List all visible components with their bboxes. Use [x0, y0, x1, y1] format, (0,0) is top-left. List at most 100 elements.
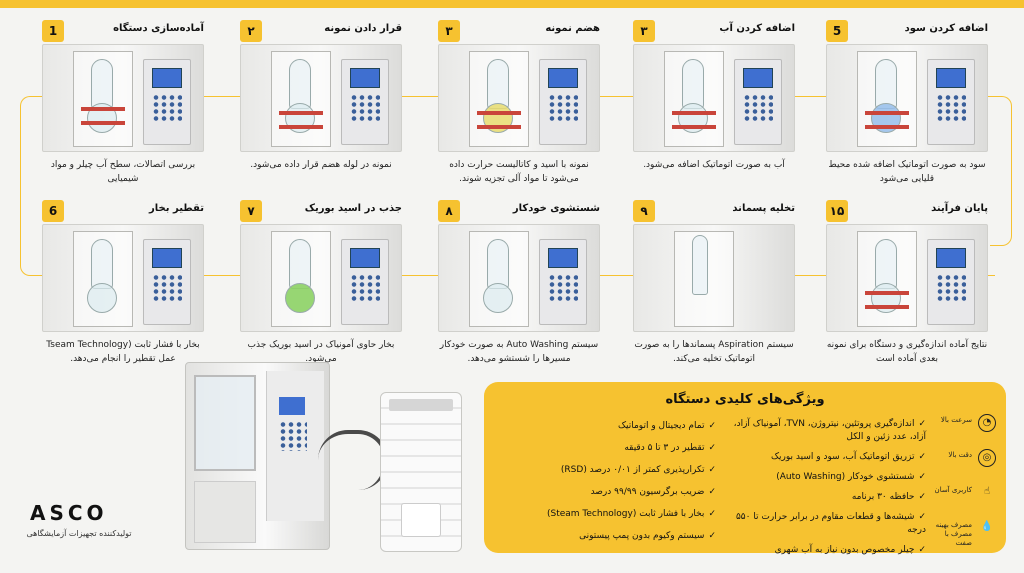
feature-item: ✓حافظه ۳۰ برنامه: [851, 492, 926, 502]
lcd-screen: [743, 68, 773, 88]
check-icon: ✓: [708, 509, 716, 519]
chiller-unit: [380, 392, 462, 552]
step-title: پایان فرآیند: [931, 203, 988, 214]
feature-item: ✓شیشه‌ها و قطعات مقاوم در برابر حرارت تا…: [735, 512, 926, 535]
icon-label: دقت بالا: [948, 451, 972, 459]
lcd-screen: [152, 248, 182, 268]
features-title: ویژگی‌های کلیدی دستگاه: [665, 392, 825, 407]
condenser-glass: [682, 59, 704, 109]
step-8: ۸ شستشوی خودکار سیستم Auto Washing به صو…: [438, 186, 600, 364]
check-icon: ✓: [708, 421, 716, 431]
feature-item: ✓تکرارپذیری کمتر از ۰/۰۱ درصد (RSD): [560, 465, 716, 475]
step-1: 1 آماده‌سازی دستگاه بررسی اتصالات، سطح آ…: [42, 6, 204, 184]
step-number: 6: [42, 200, 64, 222]
feature-item: ✓سیستم وکیوم بدون پمپ پیستونی: [579, 531, 716, 541]
device-photo: [633, 224, 795, 332]
icon-label: مصرف بهینه مصرف با صفت: [935, 521, 972, 547]
step-description: بخار حاوی آمونیاک در اسید بوریک جذب می‌ش…: [247, 340, 395, 364]
step-header: 5 اضافه کردن سود: [826, 20, 988, 42]
lcd-screen: [548, 248, 578, 268]
step-description: بخار با فشار ثابت (Tseam Technology عمل …: [46, 340, 200, 364]
step-number: ۳: [438, 20, 460, 42]
heater-ring: [865, 125, 909, 129]
step-description: بررسی اتصالات، سطح آب چیلر و مواد شیمیای…: [50, 160, 196, 184]
heater-ring: [279, 111, 323, 115]
step-number: ۲: [240, 20, 262, 42]
step-header: ۲ قرار دادن نمونه: [240, 20, 402, 42]
lcd-screen: [350, 248, 380, 268]
keypad: [350, 274, 380, 302]
device-photo: [826, 224, 988, 332]
heater-ring: [477, 125, 521, 129]
feature-item: ✓چیلر مخصوص بدون نیاز به آب شهری: [774, 545, 926, 555]
icon-label: سرعت بالا: [940, 416, 972, 424]
control-panel: [539, 239, 587, 325]
flask: [483, 283, 513, 313]
step-header: ۸ شستشوی خودکار: [438, 200, 600, 222]
brand-logo: ASCO: [30, 501, 108, 525]
step-description: سیستم Auto Washing به صورت خودکار مسیرها…: [439, 340, 599, 364]
device-photo: [826, 44, 988, 152]
step-number: ۸: [438, 200, 460, 222]
control-panel: [143, 239, 191, 325]
icon-label: کاربری آسان: [934, 486, 972, 494]
feature-item: ✓شستشوی خودکار (Auto Washing): [776, 472, 926, 482]
feature-icon-item: 💧 مصرف بهینه مصرف با صفت: [934, 517, 996, 552]
check-icon: ✓: [918, 419, 926, 429]
step-number: ۷: [240, 200, 262, 222]
step-title: تخلیه پسماند: [732, 203, 795, 214]
step-title: قرار دادن نمونه: [324, 23, 402, 34]
device-photo: [438, 224, 600, 332]
condenser-glass: [875, 59, 897, 109]
target-icon: ◎: [978, 449, 996, 467]
check-icon: ✓: [918, 545, 926, 555]
flow-line-right-connector: [990, 96, 1012, 246]
step-title: شستشوی خودکار: [512, 203, 600, 214]
heater-ring: [477, 111, 521, 115]
condenser-glass: [91, 239, 113, 289]
features-panel: ویژگی‌های کلیدی دستگاه ◔ سرعت بالا ◎ دقت…: [484, 382, 1006, 555]
step-7: ۷ جذب در اسید بوریک بخار حاوی آمونیاک در…: [240, 186, 402, 364]
feature-icon-item: ◎ دقت بالا: [934, 447, 996, 482]
step-header: ۱۵ پایان فرآیند: [826, 200, 988, 222]
device-photo: [438, 44, 600, 152]
keypad: [350, 94, 380, 122]
flask: [87, 283, 117, 313]
step-5: 5 اضافه کردن سود سود به صورت اتوماتیک اض…: [826, 6, 988, 184]
step-description: نمونه با اسید و کاتالیست حرارت داده می‌ش…: [449, 160, 589, 184]
control-panel: [734, 59, 782, 145]
speed-icon: ◔: [978, 414, 996, 432]
step-9: ۹ تخلیه پسماند سیستم Aspiration پسماندها…: [633, 186, 795, 364]
feature-list-left: ✓تمام دیجیتال و اتوماتیک ✓تقطیر در ۳ تا …: [506, 420, 716, 552]
lcd-screen: [152, 68, 182, 88]
heater-ring: [81, 121, 125, 125]
check-icon: ✓: [918, 492, 926, 502]
keypad: [548, 274, 578, 302]
step-10: ۱۵ پایان فرآیند نتایج آماده اندازه‌گیری …: [826, 186, 988, 364]
feature-item: ✓اندازه‌گیری پروتئین، نیتروژن، TVN، آمون…: [733, 419, 926, 442]
control-panel: [341, 59, 389, 145]
step-number: 5: [826, 20, 848, 42]
machine-lower-compartment: [194, 481, 256, 543]
feature-item: ✓تقطیر در ۳ تا ۵ دقیقه: [624, 443, 716, 453]
flow-line-left-connector: [20, 96, 42, 276]
chiller-display: [389, 399, 453, 411]
step-number: ۳: [633, 20, 655, 42]
step-title: اضافه کردن آب: [719, 23, 795, 34]
condenser-glass: [289, 59, 311, 109]
hand-pointer-icon: ☝: [983, 486, 991, 497]
check-icon: ✓: [708, 443, 716, 453]
step-2: ۲ قرار دادن نمونه نمونه در لوله هضم قرار…: [240, 6, 402, 170]
lcd-screen: [548, 68, 578, 88]
condenser-glass: [875, 239, 897, 289]
step-header: ۹ تخلیه پسماند: [633, 200, 795, 222]
keypad: [152, 274, 182, 302]
lcd-screen: [936, 248, 966, 268]
step-number: 1: [42, 20, 64, 42]
control-panel: [927, 59, 975, 145]
step-number: ۹: [633, 200, 655, 222]
control-panel: [927, 239, 975, 325]
feature-item: ✓ضریب برگرسیون ۹۹/۹۹ درصد: [590, 487, 716, 497]
feature-list-right: ✓اندازه‌گیری پروتئین، نیتروژن، TVN، آمون…: [731, 418, 926, 564]
step-3: ۳ هضم نمونه نمونه با اسید و کاتالیست حرا…: [438, 6, 600, 184]
